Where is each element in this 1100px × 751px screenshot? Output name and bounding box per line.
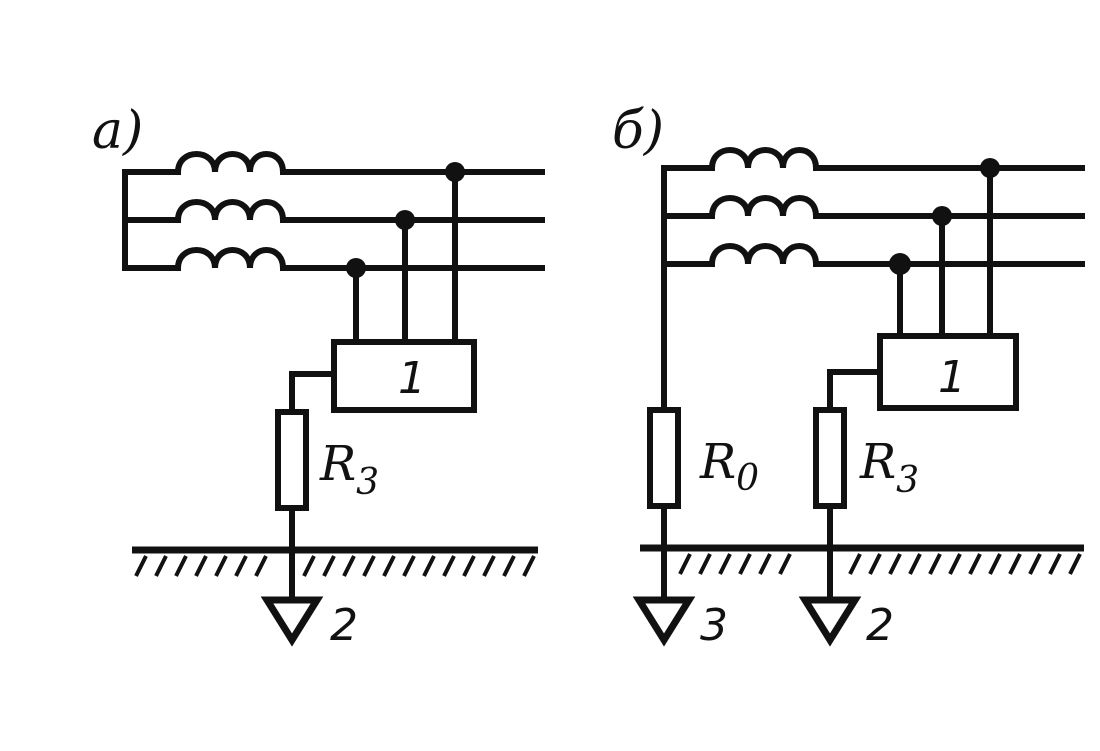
- panel-b-earth-electrode-2: [798, 596, 862, 647]
- panel-b-junction-1: [980, 158, 1000, 178]
- panel-b: б) 1 R0 R3: [612, 101, 1085, 651]
- panel-b-junction-2: [932, 206, 952, 226]
- panel-b-coil-2: [709, 195, 819, 219]
- panel-b-earth-label-3: 3: [700, 600, 728, 651]
- panel-a-block-lead: [289, 371, 337, 415]
- panel-b-resistor-r3: [813, 407, 847, 509]
- panel-b-earth-electrode-3: [632, 596, 696, 647]
- panel-b-ground-surface: [640, 544, 1084, 575]
- panel-b-block-lead: [827, 369, 883, 413]
- panel-b-resistor-r3-label: R3: [859, 434, 919, 501]
- panel-a-junction-2: [395, 210, 415, 230]
- panel-a-label: а): [92, 101, 143, 161]
- panel-b-block-1-label: 1: [938, 352, 966, 403]
- panel-a-coil-1: [175, 151, 286, 175]
- panel-a-earth-label: 2: [330, 600, 358, 651]
- panel-b-label: б): [612, 101, 664, 161]
- panel-a-earth-electrode: [260, 596, 324, 647]
- panel-b-junction-3: [889, 253, 911, 275]
- panel-a-ground-surface: [132, 546, 538, 577]
- panel-a: а) 1 R3: [92, 101, 545, 651]
- panel-b-block-1: [877, 333, 1019, 411]
- panel-b-coil-1: [709, 147, 819, 171]
- panel-a-junction-3: [346, 258, 366, 278]
- panel-a-block-1: [331, 339, 477, 413]
- panel-b-earth-label-2: 2: [866, 600, 894, 651]
- panel-a-block-1-label: 1: [398, 353, 426, 404]
- panel-a-resistor-r3-label: R3: [319, 436, 379, 503]
- panel-a-junction-1: [445, 162, 465, 182]
- panel-a-resistor-r3: [275, 409, 309, 511]
- panel-b-resistor-r0-label: R0: [699, 434, 759, 499]
- panel-a-coil-3: [175, 247, 286, 271]
- panel-b-resistor-r0: [647, 407, 681, 509]
- panel-a-coil-2: [175, 199, 286, 223]
- panel-b-coil-3: [709, 243, 819, 267]
